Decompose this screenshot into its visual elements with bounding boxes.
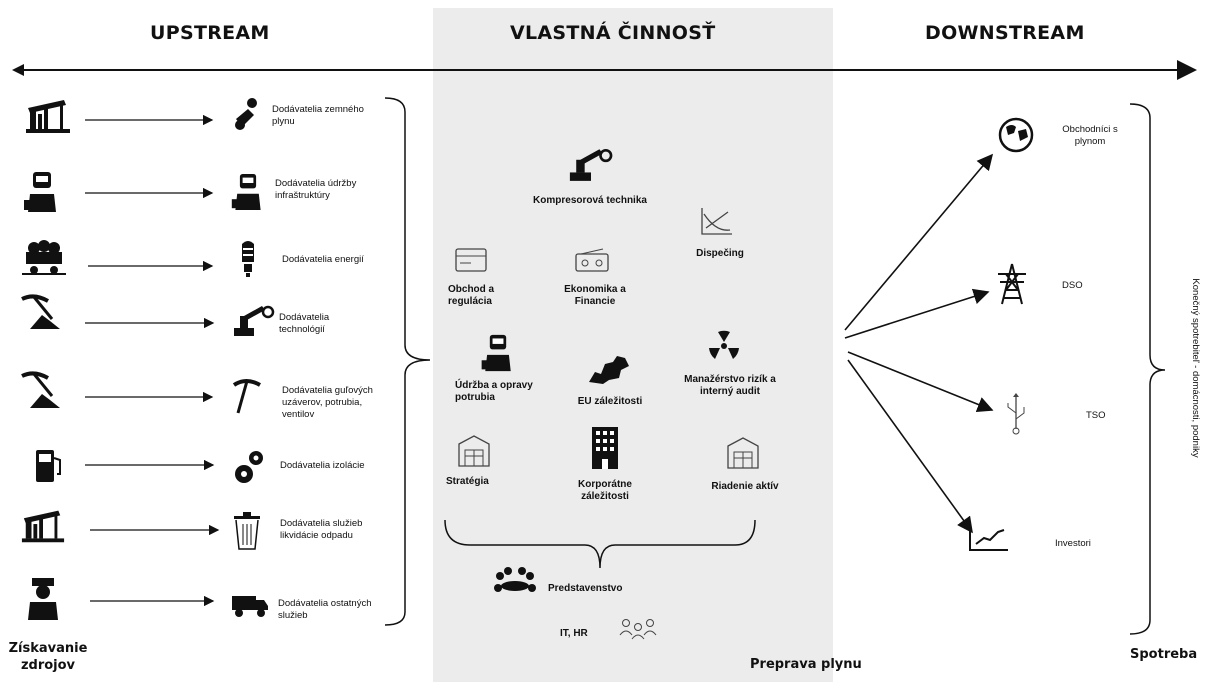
chart-curve-icon: [701, 208, 732, 235]
dispecing-label: Dispečing: [696, 248, 744, 259]
downstream-label: TSO: [1086, 410, 1106, 421]
truck-icon: [232, 596, 268, 617]
fuel-pump-icon: [36, 450, 61, 482]
downstream-label: DSO: [1062, 280, 1083, 291]
power-tower-icon: [998, 263, 1026, 305]
downstream-brace: [1129, 103, 1166, 635]
transport-label: Preprava plynu: [750, 657, 862, 672]
mining-pickaxe-icon: [21, 294, 60, 329]
middle-brace: [444, 519, 756, 569]
downstream-arrows: [844, 153, 994, 534]
procurement-label: Získavanie zdrojov: [8, 641, 88, 673]
coal-cart-icon: [22, 240, 66, 275]
board-meeting-icon: [494, 567, 536, 592]
supplier-label: Dodávatelia ostatných služieb: [278, 598, 372, 621]
downstream-header: DOWNSTREAM: [925, 22, 1085, 44]
supplier-label: Dodávatelia izolácie: [280, 460, 365, 471]
mining-pickaxe-icon-2: [21, 371, 60, 408]
riadenie-label: Riadenie aktív: [711, 481, 779, 492]
gears-icon: [235, 451, 263, 483]
worker-icon: [481, 334, 511, 372]
radio-icon: [575, 248, 609, 272]
robot-arm-icon: [234, 305, 275, 336]
downstream-label: Obchodníci s plynom: [1062, 124, 1118, 147]
ekonomika-label: Ekonomika a Financie: [564, 284, 626, 307]
card-icon: [455, 248, 487, 272]
upstream-arrows: [85, 114, 220, 607]
kompresorova-label: Kompresorová technika: [533, 195, 647, 206]
europe-map-icon: [589, 356, 629, 384]
bulb-icon: [242, 241, 254, 277]
pump-jack-icon: [26, 100, 70, 133]
pickaxe-icon: [232, 379, 261, 414]
downstream-label: Investori: [1055, 538, 1091, 549]
supplier-label: Dodávatelia energií: [282, 254, 364, 265]
oil-pump-icon: [21, 510, 65, 543]
usb-icon: [1007, 393, 1025, 435]
police-officer-icon: [28, 578, 58, 620]
end-consumer-label: Konečný spotrebiteľ - domácnosti, podnik…: [1190, 278, 1201, 458]
own-activity-header: VLASTNÁ ČINNOSŤ: [510, 22, 716, 44]
predstavenstvo-label: Predstavenstvo: [548, 583, 623, 594]
worker-icon: [24, 172, 56, 212]
supplier-label: Dodávatelia údržby infraštruktúry: [275, 178, 357, 201]
consumption-label: Spotreba: [1130, 647, 1198, 662]
manazerstvo-label: Manažérstvo rizík a interný audit: [684, 374, 776, 397]
warehouse-icon: [727, 437, 759, 469]
globe-icon: [998, 117, 1034, 153]
trash-icon: [234, 512, 260, 550]
worker-icon: [231, 174, 261, 210]
korporatne-label: Korporátne záležitosti: [578, 479, 632, 502]
upstream-brace: [384, 97, 431, 626]
growth-chart-icon: [969, 524, 1008, 551]
supplier-label: Dodávatelia zemného plynu: [272, 104, 364, 127]
upstream-header: UPSTREAM: [150, 22, 270, 44]
supplier-label: Dodávatelia služieb likvidácie odpadu: [280, 518, 363, 541]
eu-label: EU záležitosti: [577, 396, 643, 407]
robot-arm-icon: [569, 148, 613, 181]
warehouse-icon: [458, 435, 490, 467]
radiation-icon: [709, 330, 739, 359]
people-group-icon: [619, 619, 657, 640]
udrzba-label: Údržba a opravy potrubia: [455, 380, 533, 403]
pump-jack-icon: [235, 98, 257, 130]
office-building-icon: [592, 427, 618, 469]
supplier-label: Dodávatelia technológií: [279, 312, 330, 335]
obchod-label: Obchod a regulácia: [448, 284, 495, 307]
it-hr-label: IT, HR: [560, 628, 588, 639]
supplier-label: Dodávatelia guľových uzáverov, potrubia,…: [282, 385, 373, 420]
strategia-label: Stratégia: [446, 476, 489, 487]
